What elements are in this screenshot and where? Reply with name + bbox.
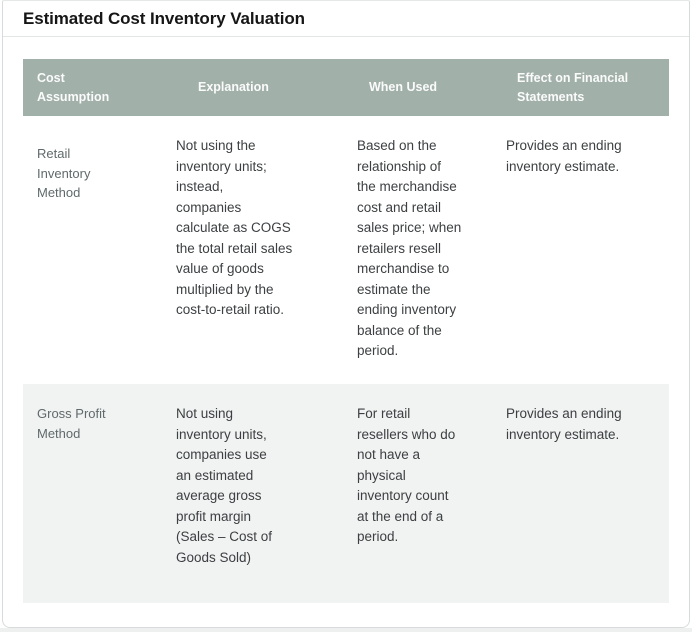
cell-when-used: Based on the relationship of the merchan…	[357, 138, 462, 358]
table-row-gross-profit-method: Gross Profit Method Not using inventory …	[23, 384, 669, 603]
cell-effect-on-financial-statements: Provides an ending inventory estimate.	[506, 138, 622, 174]
table-row-retail-inventory-method: Retail Inventory Method Not using the in…	[23, 116, 669, 384]
cell-effect-on-financial-statements: Provides an ending inventory estimate.	[506, 406, 622, 442]
cell-when-used: For retail resellers who do not have a p…	[357, 406, 456, 544]
cell-cost-assumption: Retail Inventory Method	[37, 146, 91, 200]
column-header-explanation: Explanation	[198, 80, 269, 94]
cell-explanation: Not using inventory units, companies use…	[176, 406, 273, 565]
title-bar: Estimated Cost Inventory Valuation	[3, 1, 689, 37]
cell-explanation: Not using the inventory units; instead, …	[176, 138, 293, 317]
inventory-valuation-table: Cost Assumption Explanation When Used Ef…	[23, 59, 669, 603]
table-header-row: Cost Assumption Explanation When Used Ef…	[23, 59, 669, 116]
column-header-effect-on-financial-statements: Effect on Financial Statements	[517, 70, 629, 104]
cell-cost-assumption: Gross Profit Method	[37, 406, 106, 441]
column-header-when-used: When Used	[369, 80, 438, 94]
page-bottom-strip	[0, 628, 692, 632]
column-header-cost-assumption: Cost Assumption	[37, 70, 110, 104]
page-title: Estimated Cost Inventory Valuation	[23, 8, 305, 28]
